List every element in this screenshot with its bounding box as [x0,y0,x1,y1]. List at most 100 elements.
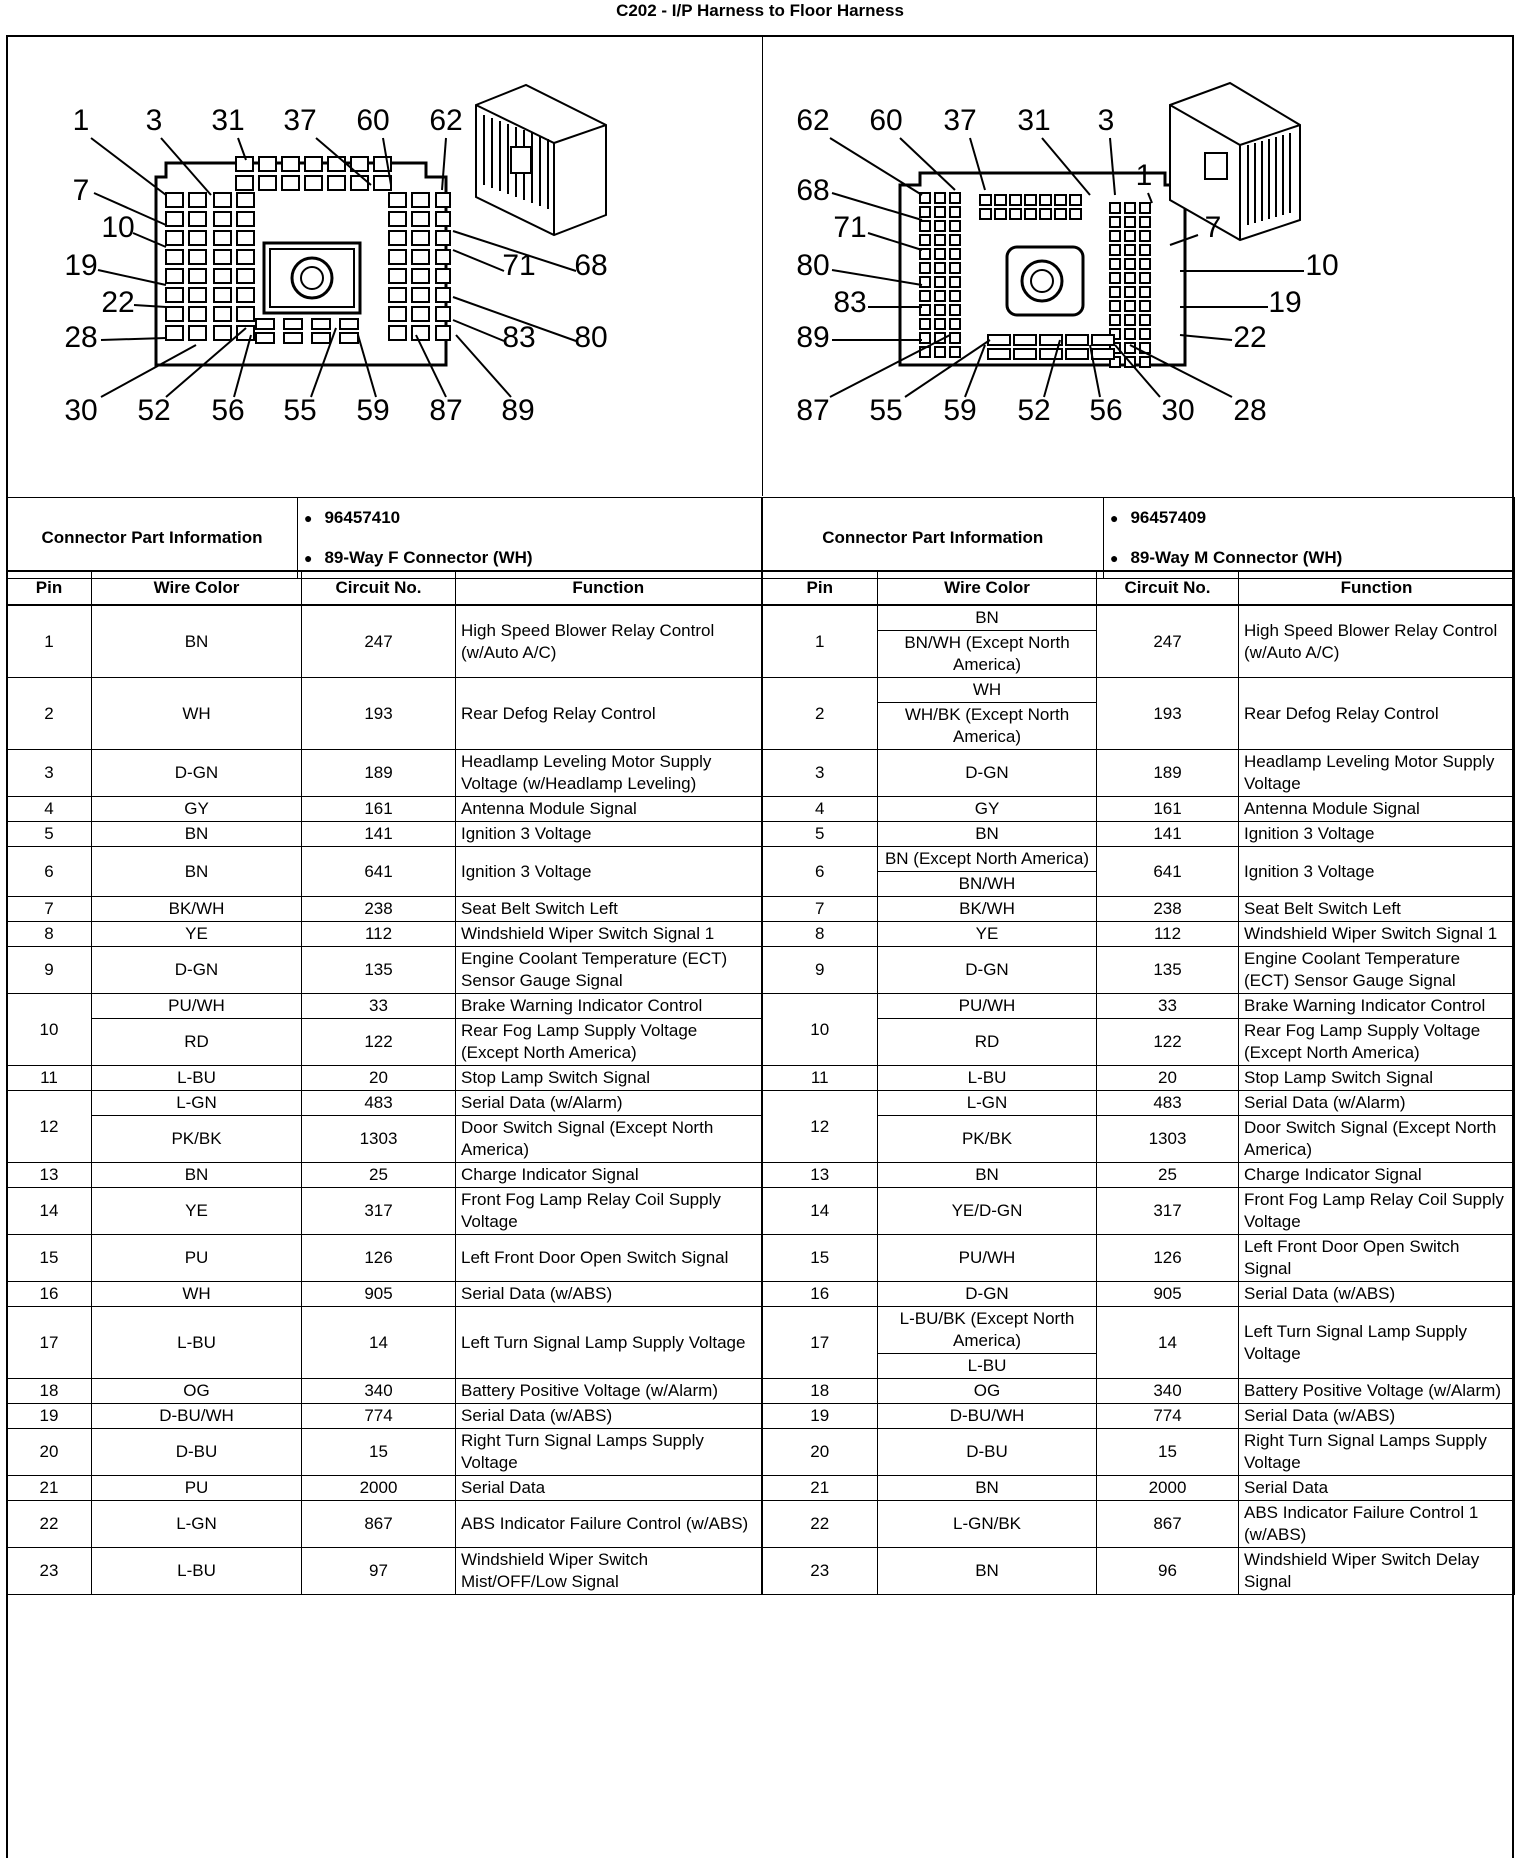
pin-number: 2 [6,677,92,750]
pin-function: Seat Belt Switch Left [1238,896,1515,922]
pin-cavity [258,175,277,191]
circuit-number: 1303 [301,1115,456,1163]
leader-line [829,137,923,196]
pin-label: 10 [101,211,134,244]
circuit-number: 1303 [1096,1115,1239,1163]
pin-function: Windshield Wiper Switch Signal 1 [455,921,762,947]
pin-cavity [327,175,346,191]
pin-cavity [979,208,992,220]
wire-color: D-BU/WH [877,1403,1097,1429]
leader-line [100,337,167,341]
pin-label: 59 [943,394,976,427]
pin-cavity [188,211,207,227]
pin-cavity [949,262,961,274]
pin-cavity [1139,286,1151,298]
wire-color: WH [91,1281,302,1307]
circuit-number: 96 [1096,1547,1239,1595]
pin-label: 83 [833,286,866,319]
pin-label: 1 [1136,159,1153,192]
pin-number: 16 [6,1281,92,1307]
wire-color: BN/WH [877,871,1097,897]
wire-color: BN [877,821,1097,847]
wire-color: PU/WH [877,1234,1097,1282]
pin-cavity [987,334,1011,346]
pin-label: 7 [73,174,90,207]
circuit-number: 97 [301,1547,456,1595]
pin-cavity [949,346,961,358]
wire-color: BK/WH [877,896,1097,922]
pin-cavity [979,194,992,206]
wire-color: L-GN [91,1500,302,1548]
pin-cavity [1024,208,1037,220]
pin-cavity [388,249,407,265]
pin-cavity [388,325,407,341]
leader-line [964,344,986,398]
pin-cavity [236,306,255,322]
pin-number: 7 [760,896,878,922]
leader-line [415,334,447,398]
leader-line [1129,344,1233,398]
pin-cavity [411,230,430,246]
wire-color: YE [91,1187,302,1235]
leader-line [315,137,372,186]
pin-number: 21 [6,1475,92,1501]
pin-label: 59 [356,394,389,427]
pin-table: Pin Wire Color Circuit No. Function Pin … [6,570,1515,1595]
pin-cavity [1109,272,1121,284]
circuit-number: 25 [301,1162,456,1188]
pin-cavity [188,268,207,284]
leader-line [1043,339,1061,398]
pin-cavity [919,192,931,204]
pin-number: 9 [760,946,878,994]
leader-line [904,339,991,398]
pin-cavity [1039,334,1063,346]
leader-line [382,137,392,186]
pin-function: Engine Coolant Temperature (ECT) Sensor … [1238,946,1515,994]
pin-number: 22 [6,1500,92,1548]
leader-line [1179,334,1233,341]
pin-number: 11 [6,1065,92,1091]
pin-cavity [934,318,946,330]
pin-function: Serial Data (w/ABS) [455,1403,762,1429]
connector-3d-window [510,146,532,174]
circuit-number: 14 [301,1306,456,1379]
pin-number: 16 [760,1281,878,1307]
pin-cavity [934,234,946,246]
leader-line [1169,234,1199,246]
wire-color: BN [877,1547,1097,1595]
pin-number: 5 [760,821,878,847]
pin-cavity [255,332,275,344]
pin-label: 31 [1017,104,1050,137]
pin-number: 22 [760,1500,878,1548]
pin-label: 31 [211,104,244,137]
circuit-number: 161 [1096,796,1239,822]
pin-cavity [1124,314,1136,326]
circuit-number: 141 [301,821,456,847]
pin-number: 15 [760,1234,878,1282]
wire-color: YE/D-GN [877,1187,1097,1235]
pin-number: 18 [6,1378,92,1404]
wire-color: OG [91,1378,302,1404]
pin-function: Serial Data (w/ABS) [455,1281,762,1307]
pin-function: High Speed Blower Relay Control (w/Auto … [455,604,762,678]
pin-function: Left Front Door Open Switch Signal [455,1234,762,1282]
page-title: C202 - I/P Harness to Floor Harness [616,1,904,20]
pin-label: 52 [137,394,170,427]
connector-3d-sketch [1169,81,1301,242]
pin-cavity [1139,356,1151,368]
pin-cavity [165,287,184,303]
wire-color: BN [91,821,302,847]
pin-cavity [1039,194,1052,206]
pin-label: 68 [574,249,607,282]
pin-label: 52 [1017,394,1050,427]
pin-number: 8 [760,921,878,947]
circuit-number: 126 [1096,1234,1239,1282]
circuit-number: 247 [1096,604,1239,678]
pin-function: Windshield Wiper Switch Signal 1 [1238,921,1515,947]
pin-cavity [1109,300,1121,312]
pin-cavity [235,156,254,172]
pin-function: Front Fog Lamp Relay Coil Supply Voltage [1238,1187,1515,1235]
